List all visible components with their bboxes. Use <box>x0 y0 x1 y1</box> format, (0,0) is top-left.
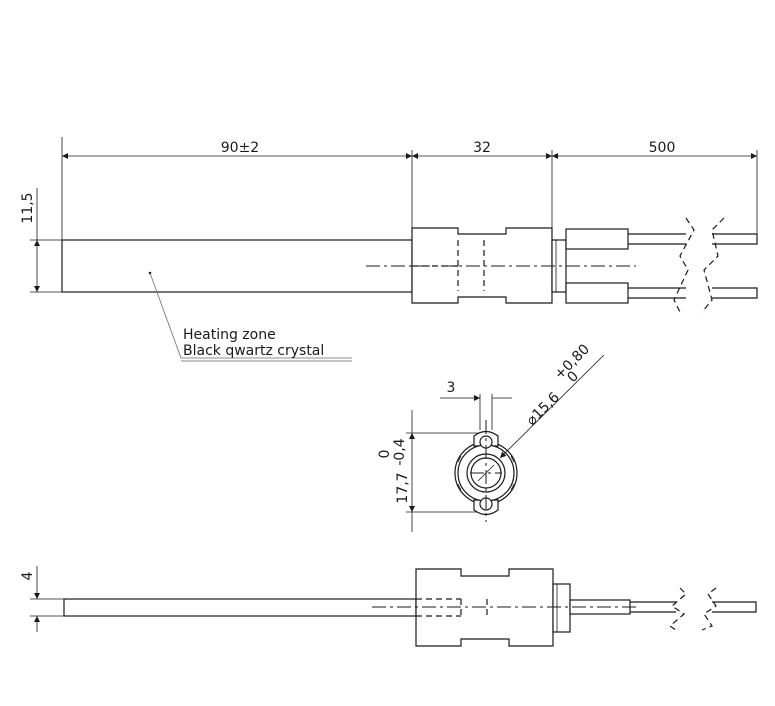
dim-lead-length: 500 <box>649 140 676 156</box>
break-line <box>701 217 725 313</box>
break-line <box>673 217 695 313</box>
lead-sleeve-top <box>565 228 629 250</box>
dim-line-diameter <box>499 354 605 459</box>
dim-height-tol-lower: -0,4 <box>392 438 408 465</box>
dim-slot-width: 3 <box>447 380 456 396</box>
end-view: 3 17,7 -0,4 0 ⌀15,6 +0,80 0 <box>377 341 605 532</box>
side-view: 4 <box>20 566 757 647</box>
annotation-black-crystal: Black qwartz crystal <box>183 343 324 359</box>
dim-flange-tol-lower: 0 <box>564 368 582 386</box>
annotation-heating-zone: Heating zone <box>183 327 276 343</box>
heating-rod <box>61 239 413 293</box>
dim-rod-diameter: 11,5 <box>20 192 36 223</box>
dim-heating-length: 90±2 <box>221 140 259 156</box>
wire-bottom <box>628 287 686 299</box>
flange-notches <box>457 455 515 491</box>
dim-side-thickness: 4 <box>20 571 36 580</box>
wire-bottom-end <box>712 287 758 299</box>
side-flange <box>552 583 571 633</box>
break-line <box>669 587 687 631</box>
dim-connector-length: 32 <box>473 140 491 156</box>
side-rod <box>63 598 417 617</box>
cross-mark <box>477 464 495 482</box>
dim-flange-diameter: ⌀15,6 <box>524 389 563 428</box>
side-wire-end <box>712 601 757 613</box>
lead-sleeve-bottom <box>565 282 629 304</box>
connector-body <box>411 227 553 304</box>
break-line <box>701 587 717 631</box>
top-view: 90±2 32 500 11,5 Hea <box>20 137 758 362</box>
side-wire <box>630 601 676 613</box>
dim-height-value: 17,7 <box>395 472 411 503</box>
wire-top-end <box>712 233 758 245</box>
wire-top <box>628 233 686 245</box>
annotation-leader <box>149 272 352 359</box>
dim-height-tol-upper: 0 <box>377 450 393 459</box>
